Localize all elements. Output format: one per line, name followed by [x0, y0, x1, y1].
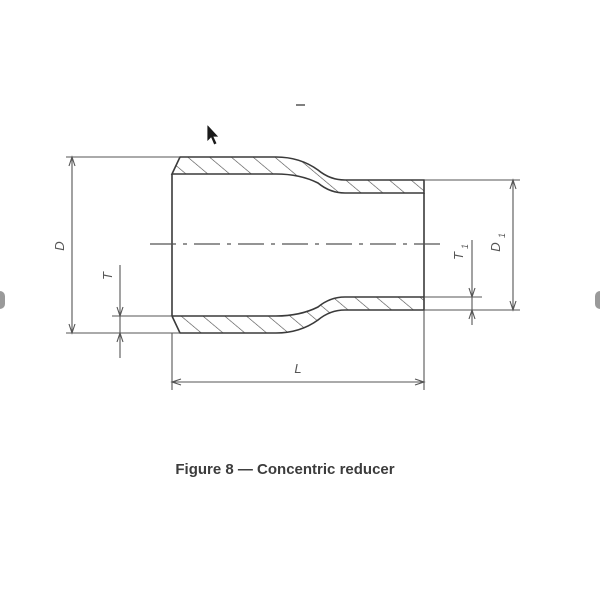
label-l: L	[294, 361, 301, 376]
upper-wall-section	[170, 156, 425, 194]
label-d1: D	[488, 242, 503, 251]
dimension-l	[170, 310, 426, 390]
label-t1-subscript: 1	[460, 244, 470, 249]
dimension-t1	[424, 240, 482, 325]
dimension-d	[66, 155, 180, 335]
label-d: D	[52, 241, 67, 250]
label-t1: T	[451, 251, 466, 260]
mouse-pointer-icon	[206, 122, 220, 146]
dimension-t	[112, 265, 172, 358]
lower-wall-section	[170, 296, 425, 334]
label-t: T	[100, 271, 115, 280]
next-slide-icon[interactable]	[595, 291, 600, 309]
figure-caption: Figure 8 — Concentric reducer	[175, 461, 395, 478]
label-d1-subscript: 1	[497, 233, 507, 238]
previous-slide-icon[interactable]	[0, 291, 5, 309]
